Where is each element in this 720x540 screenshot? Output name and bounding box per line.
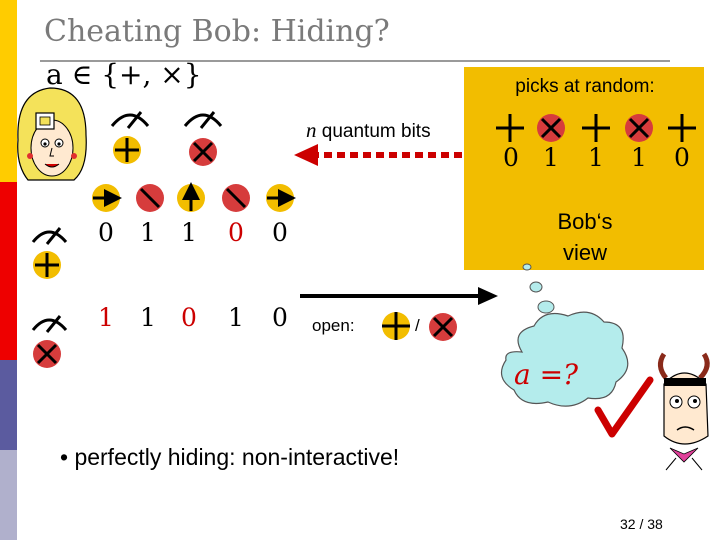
row1-digit: 1 [181, 218, 197, 247]
pick-digit: 1 [543, 143, 559, 172]
bob-view-line-1: Bob‘s [557, 209, 613, 234]
alice-avatar [17, 87, 87, 181]
row1-measure-plus-icon [31, 227, 68, 279]
open-arrow [300, 287, 498, 305]
pick-cross-icon [537, 114, 565, 142]
row1-digit: 1 [140, 218, 156, 247]
measure-plus-icon [109, 111, 153, 170]
page-number: 32 / 38 [620, 516, 663, 532]
sidebar-yellow [0, 0, 17, 182]
row2-measure-cross-icon [31, 315, 68, 368]
row2-digit: 0 [181, 303, 197, 332]
quantum-bits-arrow [294, 144, 462, 166]
sidebar-lavender [0, 450, 17, 540]
n-variable: n [306, 118, 317, 142]
open-cross-icon [429, 313, 457, 341]
photon-vertical-icon [177, 182, 205, 212]
sidebar-red [0, 182, 17, 360]
row2-digit: 0 [272, 303, 288, 332]
title-underline [40, 60, 670, 62]
row1-digit: 0 [98, 218, 114, 247]
pick-plus-icon [582, 114, 610, 142]
slide-title: Cheating Bob: Hiding? [44, 14, 390, 49]
quantum-bits-label: n quantum bits [306, 118, 431, 143]
bullet-point: • perfectly hiding: non-interactive! [60, 444, 400, 470]
pick-cross-icon [625, 114, 653, 142]
photon-horizontal-icon [266, 184, 296, 212]
open-plus-icon [382, 312, 410, 340]
thought-bubble [500, 263, 629, 407]
bob-avatar [658, 352, 710, 471]
pick-digit: 1 [631, 143, 647, 172]
checkmark-icon [594, 376, 654, 438]
picks-label: picks at random: [515, 76, 655, 97]
pick-plus-icon [668, 114, 696, 142]
pick-digit: 1 [588, 143, 604, 172]
cloud-question: a =? [514, 358, 579, 391]
row2-digit: 1 [228, 303, 244, 332]
row2-digit: 1 [140, 303, 156, 332]
measure-cross-icon [182, 111, 226, 170]
row1-digit: 0 [228, 218, 244, 247]
alice-picks-panel [464, 67, 704, 270]
photon-diagonal-icon [222, 184, 250, 212]
sidebar-purple [0, 360, 17, 450]
pick-plus-icon [496, 114, 524, 142]
bob-view-line-2: view [562, 240, 607, 265]
photon-horizontal-icon [92, 184, 122, 212]
pick-digit: 0 [503, 143, 519, 172]
quantum-bits-text: quantum bits [321, 121, 431, 142]
bob-view-label: Bob‘s view [530, 206, 640, 268]
row1-digit: 0 [272, 218, 288, 247]
photon-diagonal-icon [136, 184, 164, 212]
open-slash: / [415, 316, 420, 335]
pick-digit: 0 [674, 143, 690, 172]
formula: a ∈ {+, ×} [46, 58, 202, 91]
open-label: open: [312, 316, 355, 335]
sidebar-stripe [0, 0, 17, 540]
row2-digit: 1 [98, 303, 114, 332]
